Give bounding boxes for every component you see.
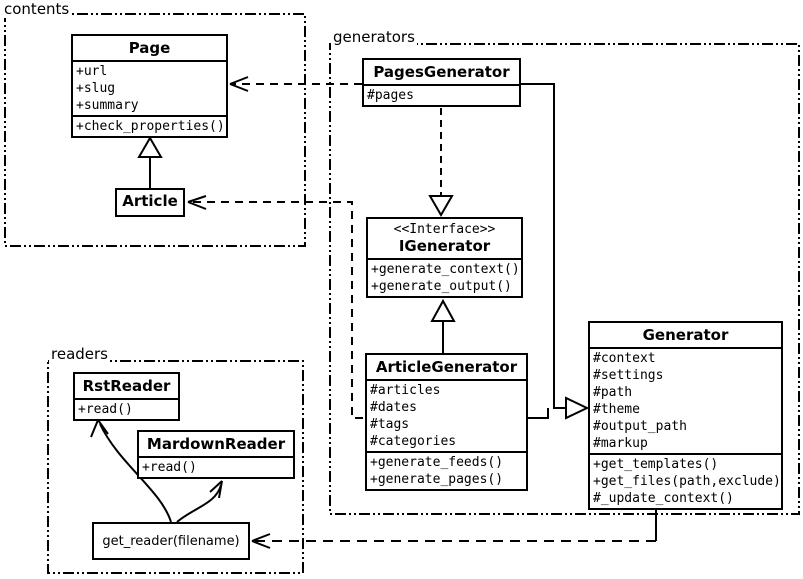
attribute-row: +url	[76, 64, 108, 79]
method-row: +read()	[142, 460, 197, 475]
attribute-row: #context	[593, 351, 656, 366]
function-label: get_reader(filename)	[102, 533, 240, 549]
class-attributes: +url +slug +summary	[73, 62, 226, 115]
inheritance-triangle	[137, 136, 163, 158]
class-box-markdownreader: MardownReader +read()	[137, 430, 295, 479]
method-row: +get_files(path,exclude)	[593, 474, 781, 489]
attribute-row: +summary	[76, 98, 139, 113]
class-methods: +generate_feeds() +generate_pages()	[367, 451, 526, 489]
class-methods: +get_templates() +get_files(path,exclude…	[590, 453, 781, 508]
class-title: MardownReader	[139, 432, 293, 458]
attribute-row: #theme	[593, 402, 640, 417]
attribute-row: #tags	[370, 417, 410, 432]
class-attributes: #context #settings #path #theme #output_…	[590, 349, 781, 453]
class-box-igenerator: <<Interface>> IGenerator +generate_conte…	[366, 217, 523, 298]
class-box-rstreader: RstReader +read()	[73, 372, 180, 421]
class-title-text: IGenerator	[398, 237, 491, 255]
method-row: +generate_output()	[371, 279, 512, 294]
function-box-get-reader: get_reader(filename)	[92, 522, 250, 560]
class-box-articlegenerator: ArticleGenerator #articles #dates #tags …	[365, 353, 528, 491]
attribute-row: #articles	[370, 383, 441, 398]
articlegenerator-to-generator-inheritance-line	[528, 408, 549, 419]
method-row: +get_templates()	[593, 457, 719, 472]
class-box-article: Article	[115, 188, 185, 217]
attribute-row: +slug	[76, 81, 116, 96]
method-row: +read()	[78, 402, 133, 417]
method-row: #_update_context()	[593, 491, 734, 506]
contents-package-border	[4, 13, 306, 247]
method-row: +generate_feeds()	[370, 455, 504, 470]
inheritance-triangle	[565, 396, 590, 420]
interface-stereotype: <<Interface>>	[393, 222, 496, 237]
open-arrowhead	[229, 76, 249, 92]
realization-triangle	[428, 195, 454, 217]
open-arrowhead	[90, 419, 109, 438]
class-title: ArticleGenerator	[367, 355, 526, 381]
inheritance-triangle	[430, 298, 456, 322]
articlegenerator-to-igenerator-inheritance-arrow	[430, 298, 456, 353]
pagesgenerator-to-page-dependency-arrow	[229, 76, 362, 92]
class-title: PagesGenerator	[364, 60, 519, 86]
attribute-row: #pages	[367, 88, 414, 103]
open-arrowhead	[209, 480, 223, 499]
attribute-row: #categories	[370, 434, 457, 449]
pagesgenerator-to-generator-inheritance-arrow	[521, 83, 590, 420]
readers-package-label: readers	[49, 345, 110, 363]
attribute-row: #path	[593, 385, 633, 400]
class-attributes: #pages	[364, 86, 519, 105]
class-box-generator: Generator #context #settings #path #them…	[588, 321, 783, 510]
class-title: RstReader	[75, 374, 178, 400]
open-arrowhead	[187, 195, 207, 210]
generators-package-border	[329, 43, 800, 515]
method-row: +generate_pages()	[370, 472, 504, 487]
contents-package-label: contents	[2, 0, 72, 18]
class-title: <<Interface>> IGenerator	[368, 219, 521, 260]
class-methods: +check_properties()	[73, 115, 226, 136]
class-methods: +generate_context() +generate_output()	[368, 260, 521, 296]
attribute-row: #markup	[593, 436, 648, 451]
method-row: +generate_context()	[371, 262, 520, 277]
attribute-row: #dates	[370, 400, 417, 415]
class-title: Article	[122, 192, 178, 210]
class-title: Page	[73, 36, 226, 62]
class-methods: +read()	[75, 400, 178, 419]
article-to-page-inheritance-arrow	[137, 136, 163, 188]
class-attributes: #articles #dates #tags #categories	[367, 381, 526, 451]
attribute-row: #output_path	[593, 419, 687, 434]
attribute-row: #settings	[593, 368, 664, 383]
pagesgenerator-to-igenerator-realization-arrow	[428, 108, 454, 217]
readers-package-border	[47, 360, 304, 574]
class-box-page: Page +url +slug +summary +check_properti…	[71, 34, 228, 138]
class-box-pagesgenerator: PagesGenerator #pages	[362, 58, 521, 107]
class-title: Generator	[590, 323, 781, 349]
method-row: +check_properties()	[76, 119, 225, 134]
open-arrowhead	[251, 533, 271, 549]
getreader-to-markdownreader-arrow	[176, 480, 223, 523]
articlegenerator-to-article-dependency-arrow	[187, 195, 363, 419]
class-methods: +read()	[139, 458, 293, 477]
generators-package-label: generators	[331, 28, 417, 46]
